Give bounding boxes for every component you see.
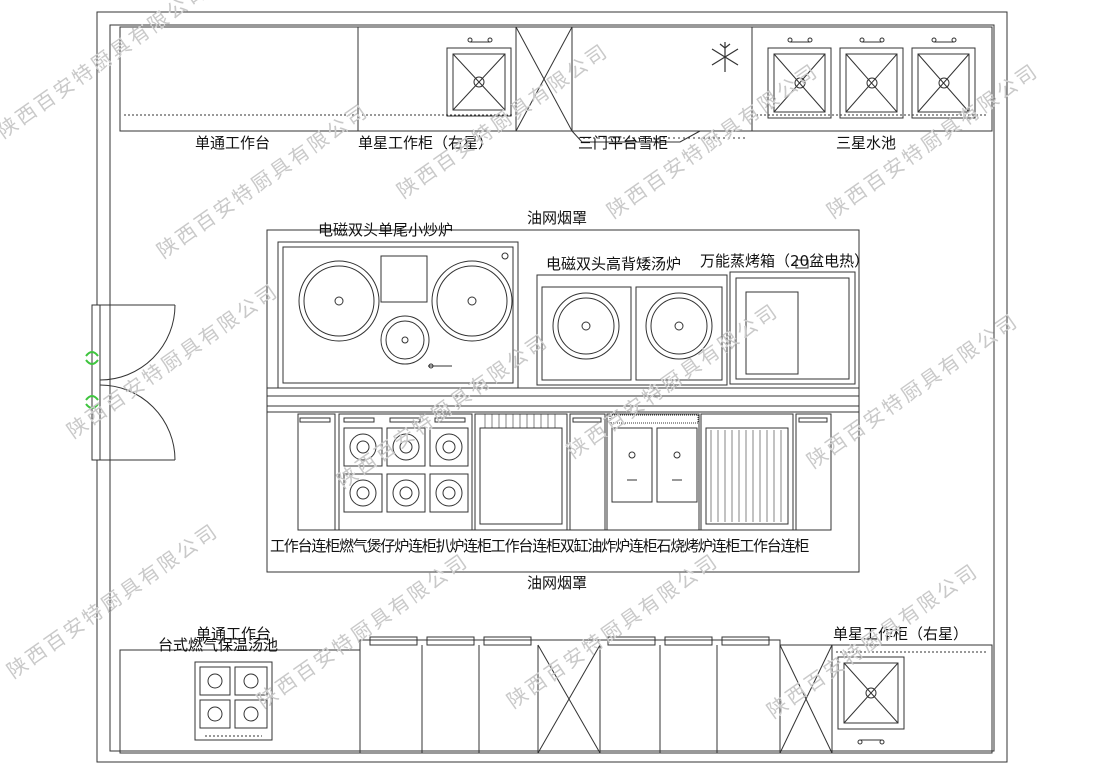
label-steam-oven: 万能蒸烤箱（20盆电热） bbox=[700, 252, 870, 270]
island-shelf bbox=[266, 387, 860, 413]
label-triple-sink: 三星水池 bbox=[836, 134, 897, 152]
label-top-sink-cabinet: 单星工作柜（右星） bbox=[358, 134, 494, 152]
label-hood-top: 油网烟罩 bbox=[527, 209, 588, 227]
label-hood-bottom: 油网烟罩 bbox=[527, 574, 588, 592]
soup-stove bbox=[536, 274, 728, 386]
gas-burner-icon bbox=[343, 427, 469, 513]
bottom-empty-cabinet bbox=[779, 644, 833, 754]
label-bottom-worktable: 单通工作台 bbox=[196, 625, 272, 643]
exhaust-hood bbox=[266, 229, 860, 573]
bottom-sink-cabinet bbox=[831, 644, 993, 754]
steam-oven bbox=[729, 259, 856, 385]
bottom-cabinets bbox=[359, 636, 781, 754]
label-wok-stove: 电磁双头单尾小炒炉 bbox=[318, 221, 454, 239]
label-top-worktable: 单通工作台 bbox=[195, 134, 271, 152]
door-hinge-icon bbox=[85, 351, 99, 409]
bain-marie bbox=[119, 649, 361, 754]
label-bain-marie: 台式燃气保温汤池 bbox=[158, 636, 279, 654]
fridge bbox=[571, 26, 753, 143]
label-front-row: 工作台连柜燃气煲仔炉连柜扒炉连柜工作台连柜双缸油炸炉连柜石烧烤炉连柜工作台连柜 bbox=[270, 537, 809, 555]
front-row-appliances bbox=[297, 413, 832, 531]
snowflake-icon bbox=[711, 42, 739, 72]
wok-stove bbox=[277, 241, 519, 389]
top-worktable bbox=[119, 26, 359, 132]
entrance-door bbox=[85, 304, 176, 461]
label-soup-stove: 电磁双头高背矮汤炉 bbox=[546, 255, 682, 273]
top-sink-cabinet bbox=[357, 26, 517, 132]
triple-sink bbox=[751, 26, 993, 132]
top-empty-cabinet bbox=[515, 26, 573, 132]
label-fridge: 三门平台雪柜 bbox=[578, 134, 669, 152]
label-bottom-sink-cabinet: 单星工作柜（右星） bbox=[833, 625, 969, 643]
